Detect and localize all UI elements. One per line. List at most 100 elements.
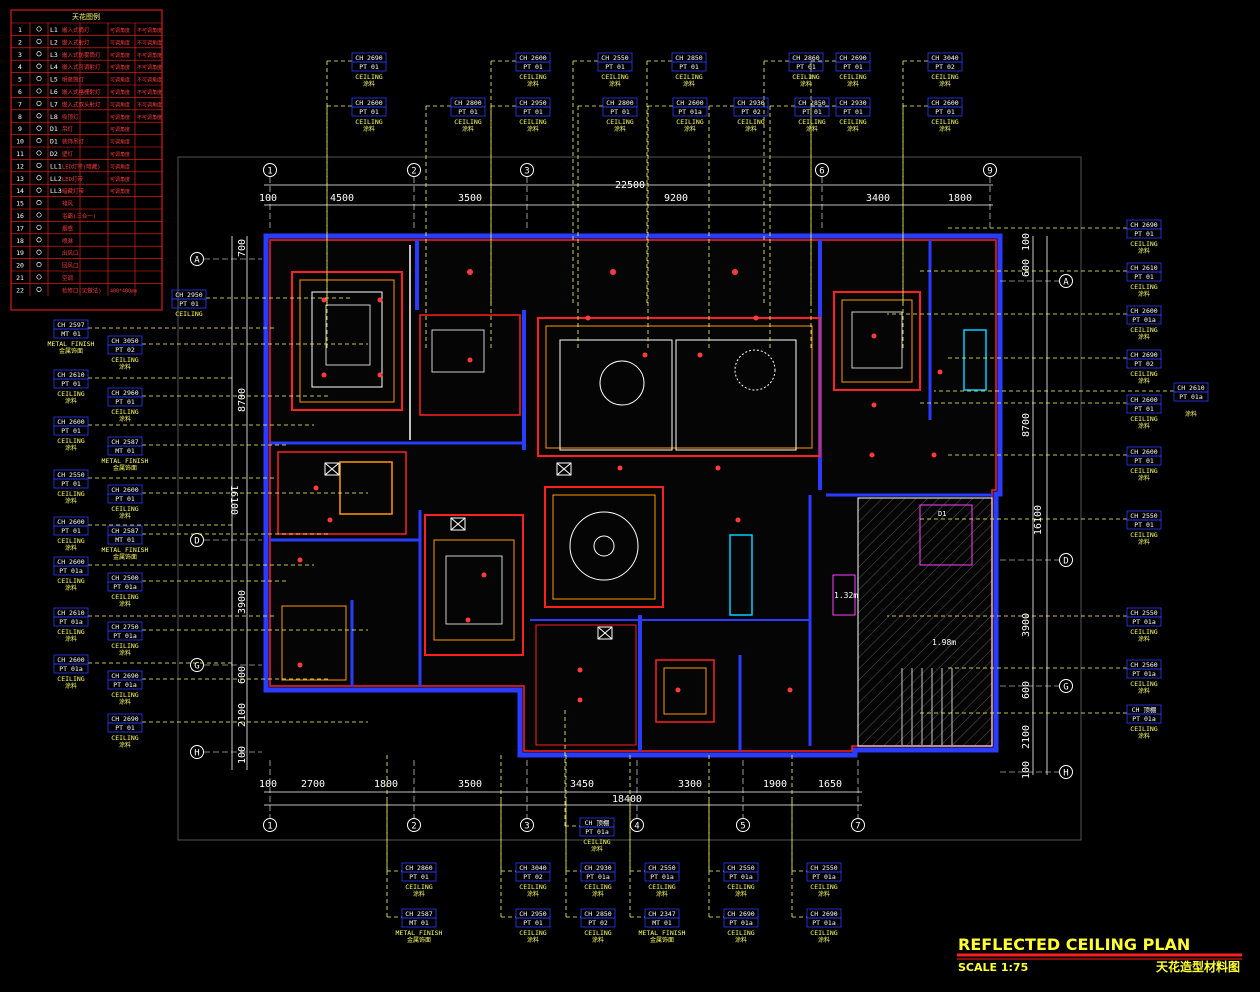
grid-bubble-5 [736, 818, 750, 832]
tag-left-label: CEILING [111, 505, 138, 513]
legend-a: 可调角度 [110, 89, 130, 96]
legend-symbol-icon [36, 286, 42, 292]
legend-desc: 吊灯 [62, 125, 74, 133]
tag-bottom-pt-box [580, 917, 616, 928]
tag-bottom-cn: 涂料 [592, 890, 604, 898]
tag-top-pt: PT 01 [679, 63, 699, 71]
legend-desc: 烟感 [62, 224, 74, 232]
tag-left-ch: CH 2750 [111, 623, 138, 631]
dim-right-segment: 3900 [1021, 613, 1032, 637]
tag-left-cn: 涂料 [65, 544, 77, 552]
tag-bottom-cn: 涂料 [818, 890, 830, 898]
tag-left-pt-box [107, 493, 143, 504]
tag-left-cn: 金属饰面 [113, 553, 137, 561]
legend-desc: 装饰吊灯 [62, 138, 85, 146]
grid-bubble-3 [520, 818, 534, 832]
dim-left-segment: 8700 [237, 388, 248, 412]
tag-bottom-cn: 涂料 [527, 936, 539, 944]
legend-desc: 排风 [62, 200, 74, 208]
tag-left-pt-box [107, 344, 143, 355]
title-scale: SCALE 1:75 [958, 961, 1028, 974]
tag-left-pt: PT 01a [59, 567, 83, 575]
tag-top-pt-box [602, 106, 638, 117]
grid-label-9: 9 [987, 167, 992, 177]
tag-left-pt-box [107, 630, 143, 641]
tag-bottom-cn: 涂料 [656, 890, 668, 898]
legend-symbol-icon [36, 237, 42, 243]
legend-no: 18 [16, 237, 24, 245]
tag-bottom-ch: CH 2550 [810, 864, 837, 872]
legend-b: 不可调角度 [137, 89, 162, 96]
tag-bottom-pt-box [723, 917, 759, 928]
tag-top-pt: PT 01 [802, 108, 822, 116]
legend-code: LL2 [50, 175, 62, 183]
tag-left-cn: 金属饰面 [113, 464, 137, 472]
legend-no: 9 [18, 125, 22, 133]
tag-left-pt-box [53, 616, 89, 627]
tag-top-pt-box [450, 106, 486, 117]
dim-right-segment: 100 [1021, 233, 1032, 251]
tag-left-pt-box [107, 679, 143, 690]
grid-label-1: 1 [267, 167, 272, 177]
legend-no: 12 [16, 162, 24, 170]
dim-left-segment: 700 [237, 239, 248, 257]
tag-right-pt-box [1126, 668, 1162, 679]
tag-top-pt: PT 01 [610, 108, 630, 116]
tag-bottom-ch: CH 顶棚 [585, 818, 610, 827]
legend-symbol-icon [36, 26, 42, 32]
tag-bottom-ch: CH 2850 [584, 910, 611, 918]
tag-left-cn: 涂料 [119, 600, 131, 608]
tag-right-label: CEILING [1130, 415, 1157, 423]
tag-right-pt: PT 02 [1134, 360, 1154, 368]
tag-top-cn: 涂料 [527, 125, 539, 133]
legend-desc: 嵌入式可调射灯 [62, 63, 101, 71]
grid-bubble-7 [851, 818, 865, 832]
legend-code: L5 [50, 76, 58, 84]
dim-right-segment: 8700 [1021, 413, 1032, 437]
legend-no: 4 [18, 63, 22, 71]
tag-left-pt-box [53, 378, 89, 389]
tag-left-pt: PT 01a [113, 632, 137, 640]
tag-bottom-pt-box [579, 826, 615, 837]
legend-b: 不可调角度 [137, 114, 162, 121]
legend-title: 天花图例 [72, 12, 100, 21]
tag-top-pt: PT 01 [843, 63, 863, 71]
grid-bubble-2 [407, 163, 421, 177]
tag-bottom-ch: CH 2860 [405, 864, 432, 872]
tag-left-pt: PT 01 [115, 398, 135, 406]
tag-top-label: CEILING [519, 118, 546, 126]
legend-a: 可调角度 [110, 114, 130, 121]
dim-top-segment: 9200 [664, 193, 688, 204]
legend-desc: 壁灯 [62, 150, 74, 158]
dim-right-segment: 2100 [1021, 725, 1032, 749]
legend-desc: 吸顶灯 [62, 113, 79, 121]
tag-right-ch: CH 2600 [1130, 396, 1157, 404]
tag-right-ch: CH 2600 [1130, 307, 1157, 315]
tag-top-ch: CH 2600 [355, 99, 382, 107]
legend-no: 21 [16, 274, 24, 282]
tag-top-pt-box [351, 106, 387, 117]
dim-bottom-segment: 100 [259, 779, 277, 790]
tag-bottom-label: CEILING [810, 883, 837, 891]
tag-top-ch: CH 2690 [839, 54, 866, 62]
tag-bottom-pt: PT 01a [650, 873, 674, 881]
tag-right-cn: 涂料 [1138, 635, 1150, 643]
tag-top-label: CEILING [675, 73, 702, 81]
tag-top-cn: 涂料 [363, 80, 375, 88]
tag-right-cn: 涂料 [1138, 732, 1150, 740]
dim-left-segment: 600 [237, 666, 248, 684]
tag-bottom-pt: PT 01a [812, 919, 836, 927]
dim-top-segment: 3500 [458, 193, 482, 204]
legend-code: D1 [50, 125, 58, 133]
ceiling-features: 1.32m 1.98m D1 [277, 269, 987, 746]
legend-no: 5 [18, 76, 22, 84]
legend-desc: 浴霸(三合一) [62, 212, 96, 220]
tag-left-label: CEILING [57, 577, 84, 585]
title-block: REFLECTED CEILING PLAN SCALE 1:75 天花造型材料… [957, 935, 1242, 974]
tag-left-pt: PT 01 [115, 495, 135, 503]
tag-bottom-pt: PT 01a [585, 828, 609, 836]
tag-left-cn: 涂料 [119, 649, 131, 657]
